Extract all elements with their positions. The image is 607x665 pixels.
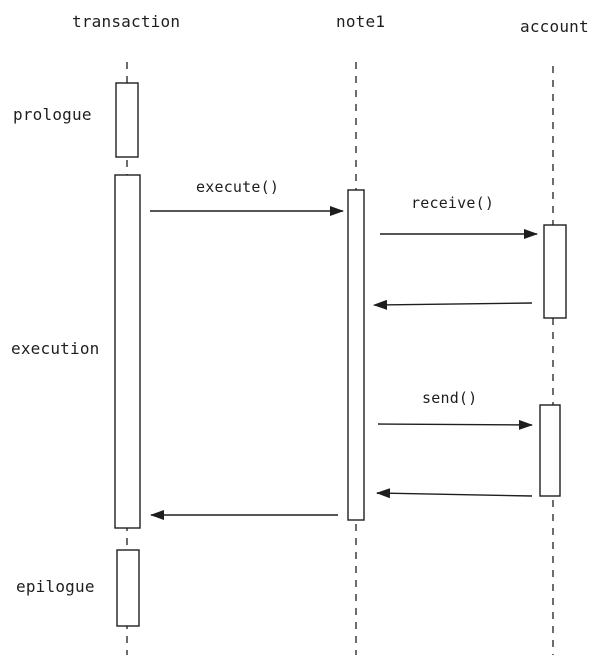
- activation-execution: [114, 174, 141, 529]
- phase-execution: execution: [11, 339, 100, 358]
- participant-transaction: transaction: [72, 12, 181, 31]
- activation-account-receive: [543, 224, 567, 319]
- phase-epilogue: epilogue: [16, 577, 95, 596]
- message-send: send(): [422, 389, 478, 407]
- arrow-send-return: [376, 488, 533, 499]
- arrow-send: [377, 419, 533, 430]
- participant-account: account: [520, 17, 589, 36]
- message-receive: receive(): [411, 194, 495, 212]
- activation-note1: [347, 189, 365, 521]
- activation-epilogue: [116, 549, 140, 627]
- participant-note1: note1: [336, 12, 386, 31]
- arrow-receive-return: [373, 299, 533, 310]
- activation-account-send: [539, 404, 561, 497]
- activation-prologue: [115, 82, 139, 158]
- phase-prologue: prologue: [13, 105, 92, 124]
- message-execute: execute(): [196, 178, 280, 196]
